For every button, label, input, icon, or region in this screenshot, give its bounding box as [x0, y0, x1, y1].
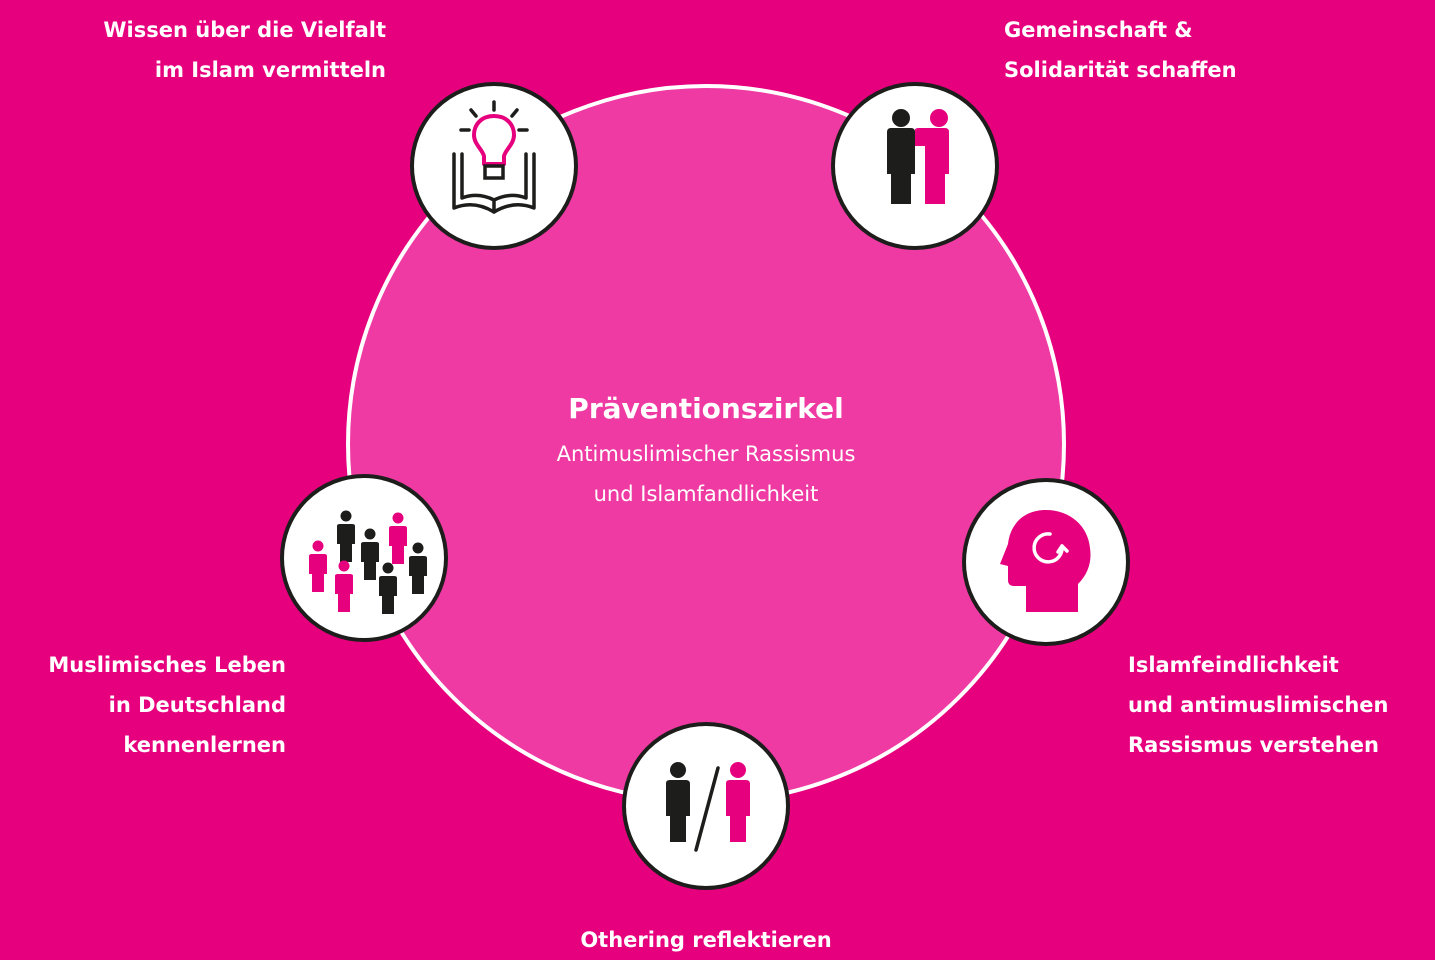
label-community-line-2: Solidarität schaffen: [1004, 58, 1237, 82]
two-people-icon: [887, 109, 949, 204]
person-figure: [389, 512, 407, 564]
label-knowledge-line-2: im Islam vermitteln: [154, 58, 386, 82]
person-figure: [335, 560, 353, 612]
person-figure: [361, 528, 379, 580]
person-figure: [337, 510, 355, 562]
label-knowledge-line-1: Wissen über die Vielfalt: [103, 18, 386, 42]
person-figure: [309, 540, 327, 592]
person-figure: [379, 562, 397, 614]
node-community: [831, 82, 999, 250]
label-understanding: Islamfeindlichkeit und antimuslimischen …: [1128, 645, 1434, 765]
label-community-line-1: Gemeinschaft &: [1004, 18, 1193, 42]
node-knowledge: [410, 82, 578, 250]
label-muslim-life-line-1: Muslimisches Leben: [48, 653, 286, 677]
label-community: Gemeinschaft & Solidarität schaffen: [1004, 10, 1404, 90]
node-othering: [622, 722, 790, 890]
label-muslim-life-line-3: kennenlernen: [123, 733, 286, 757]
crowd-icon: [309, 510, 427, 614]
label-muslim-life: Muslimisches Leben in Deutschland kennen…: [0, 645, 286, 765]
center-subtitle: Antimuslimischer Rassismus und Islamfand…: [456, 434, 956, 514]
node-muslim-life: [280, 474, 448, 642]
label-understanding-line-2: und antimuslimischen: [1128, 693, 1389, 717]
center-subtitle-line-2: und Islamfandlichkeit: [593, 482, 819, 506]
person-figure: [409, 542, 427, 594]
label-knowledge: Wissen über die Vielfalt im Islam vermit…: [0, 10, 386, 90]
book-lightbulb-icon: [452, 100, 536, 214]
head-refresh-icon: [1000, 510, 1091, 612]
label-othering-line-1: Othering reflektieren: [580, 928, 832, 952]
label-understanding-line-3: Rassismus verstehen: [1128, 733, 1379, 757]
label-understanding-line-1: Islamfeindlichkeit: [1128, 653, 1339, 677]
label-othering: Othering reflektieren: [456, 920, 956, 960]
center-subtitle-line-1: Antimuslimischer Rassismus: [556, 442, 856, 466]
label-muslim-life-line-2: in Deutschland: [108, 693, 286, 717]
center-title: Präventionszirkel: [568, 392, 844, 425]
people-divided-icon: [666, 762, 750, 852]
node-understanding: [962, 478, 1130, 646]
